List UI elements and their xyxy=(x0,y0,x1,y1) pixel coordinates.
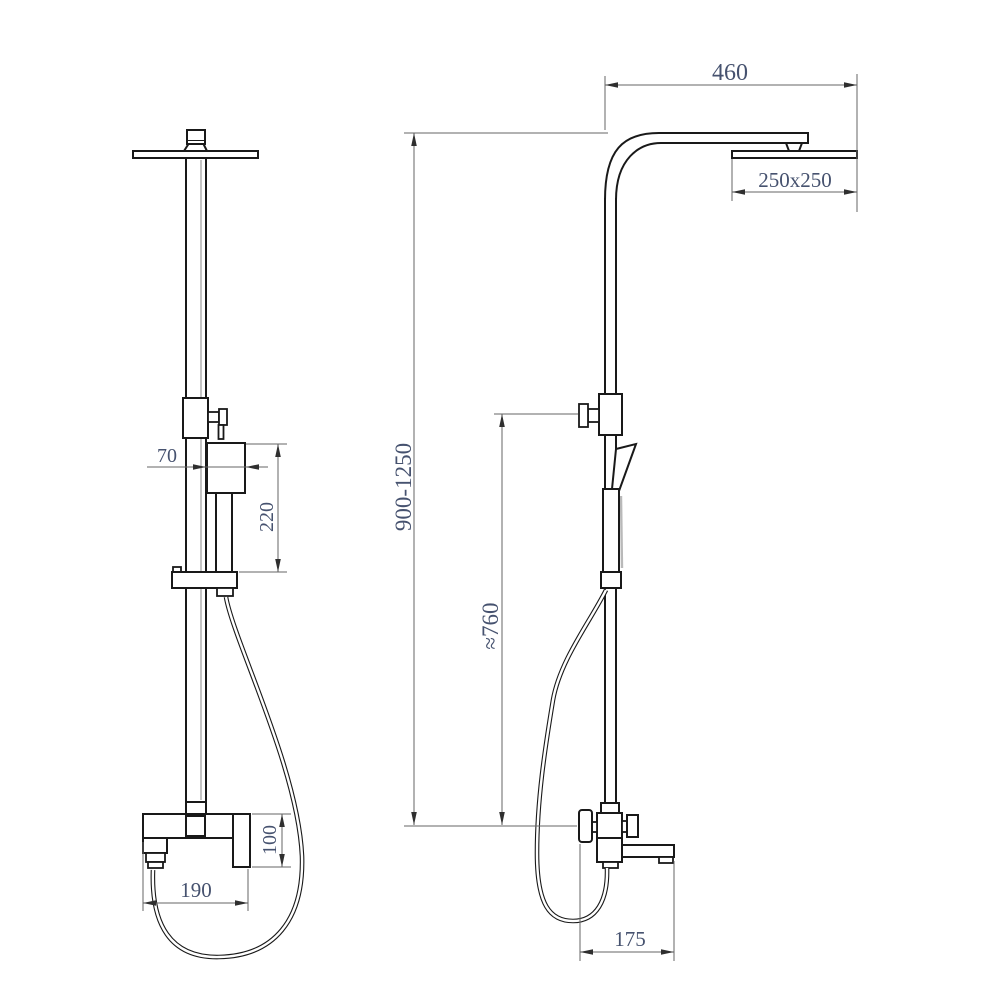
dim-label-mixer-height: 100 xyxy=(259,825,281,855)
dim-label-slider-height: ≈760 xyxy=(478,602,503,649)
dimension-arm-reach-460: 460 xyxy=(604,60,858,212)
hand-shower-handle-side xyxy=(602,488,620,573)
arrow-left xyxy=(732,189,745,195)
hose-outlet-side xyxy=(602,861,619,869)
dim-label-head-size: 250x250 xyxy=(758,168,832,192)
diverter-knob-flange-side xyxy=(578,403,589,428)
mixer-knob-disc-side xyxy=(578,809,593,843)
diverter-slider-front xyxy=(182,397,209,439)
outlet-fitting-nut-front xyxy=(147,861,164,869)
dimension-hand-shower-width-70: 70 xyxy=(147,445,268,470)
diverter-knob-stem-front xyxy=(207,411,220,423)
arrow-up xyxy=(411,133,417,146)
shower-arm-side xyxy=(604,132,809,201)
arrow-left xyxy=(246,464,259,470)
shower-hose-front xyxy=(150,596,305,960)
pipe-joint-front xyxy=(185,801,207,815)
dimension-hand-shower-length-220: 220 xyxy=(239,443,287,573)
hose-connector-front xyxy=(216,587,234,597)
diverter-slider-side xyxy=(598,393,623,436)
diverter-pin-front xyxy=(217,424,225,440)
hand-shower-head-front xyxy=(206,442,246,494)
arrow-up xyxy=(499,414,505,427)
diverter-knob-stem-side xyxy=(587,408,600,423)
pipe-joint-side xyxy=(600,802,620,814)
dim-label-hand-shower-length: 220 xyxy=(256,502,278,532)
arrow-down xyxy=(279,854,285,867)
dimension-mixer-height-100: 100 xyxy=(252,813,291,868)
mixer-spout-side xyxy=(621,844,675,858)
handle-shadow-side xyxy=(619,495,624,569)
head-ball-joint-side xyxy=(784,142,804,152)
overhead-shower-plate-side xyxy=(731,150,858,159)
ceiling-connector-front xyxy=(186,129,206,145)
arrow-left xyxy=(580,949,593,955)
mixer-pipe-socket-front xyxy=(185,815,206,837)
arrow-right xyxy=(661,949,674,955)
dimension-total-height-900-1250: 900-1250 xyxy=(391,132,608,827)
overhead-shower-plate-front xyxy=(132,150,259,159)
arrow-left xyxy=(143,900,156,906)
dim-label-mixer-width: 190 xyxy=(180,878,212,902)
side-view xyxy=(534,132,858,924)
slider-bracket-front xyxy=(171,571,238,589)
riser-pipe-front xyxy=(185,157,207,815)
arrow-right xyxy=(844,82,857,88)
arrow-right xyxy=(844,189,857,195)
hand-shower-handle-front xyxy=(215,492,233,573)
shower-arm-fill xyxy=(605,133,808,200)
hose-core-front xyxy=(151,596,304,959)
mixer-right-block-front xyxy=(232,813,251,868)
dim-label-spout-depth: 175 xyxy=(614,927,646,951)
arrow-right xyxy=(193,464,206,470)
dimension-spout-depth-175: 175 xyxy=(579,844,675,961)
dim-label-hand-shower-width: 70 xyxy=(157,445,177,467)
slider-bracket-side xyxy=(600,571,622,589)
arrow-down xyxy=(275,559,281,572)
arrow-down xyxy=(411,812,417,825)
front-view xyxy=(132,129,305,960)
dimension-mixer-width-190: 190 xyxy=(142,842,249,911)
arrow-up xyxy=(275,444,281,457)
outlet-fitting-mid-front xyxy=(145,852,166,863)
dim-label-arm-reach: 460 xyxy=(712,60,748,86)
hand-shower-head-side xyxy=(610,442,638,493)
hose-outline-side xyxy=(534,588,610,924)
mixer-handle-side xyxy=(626,814,639,838)
outlet-fitting-upper-front xyxy=(142,837,168,854)
dimension-head-size-250x250: 250x250 xyxy=(731,159,857,201)
arrow-up xyxy=(279,814,285,827)
arrow-right xyxy=(235,900,248,906)
hose-core-side xyxy=(535,589,609,923)
arrow-down xyxy=(499,812,505,825)
dimension-slider-height-760: ≈760 xyxy=(478,413,578,825)
diverter-knob-cap-front xyxy=(218,408,228,426)
arrow-left xyxy=(605,82,618,88)
spout-outlet-side xyxy=(658,856,674,864)
shower-hose-side xyxy=(534,588,610,924)
connector-flare-front xyxy=(182,143,209,152)
dim-label-total-height: 900-1250 xyxy=(391,443,416,531)
